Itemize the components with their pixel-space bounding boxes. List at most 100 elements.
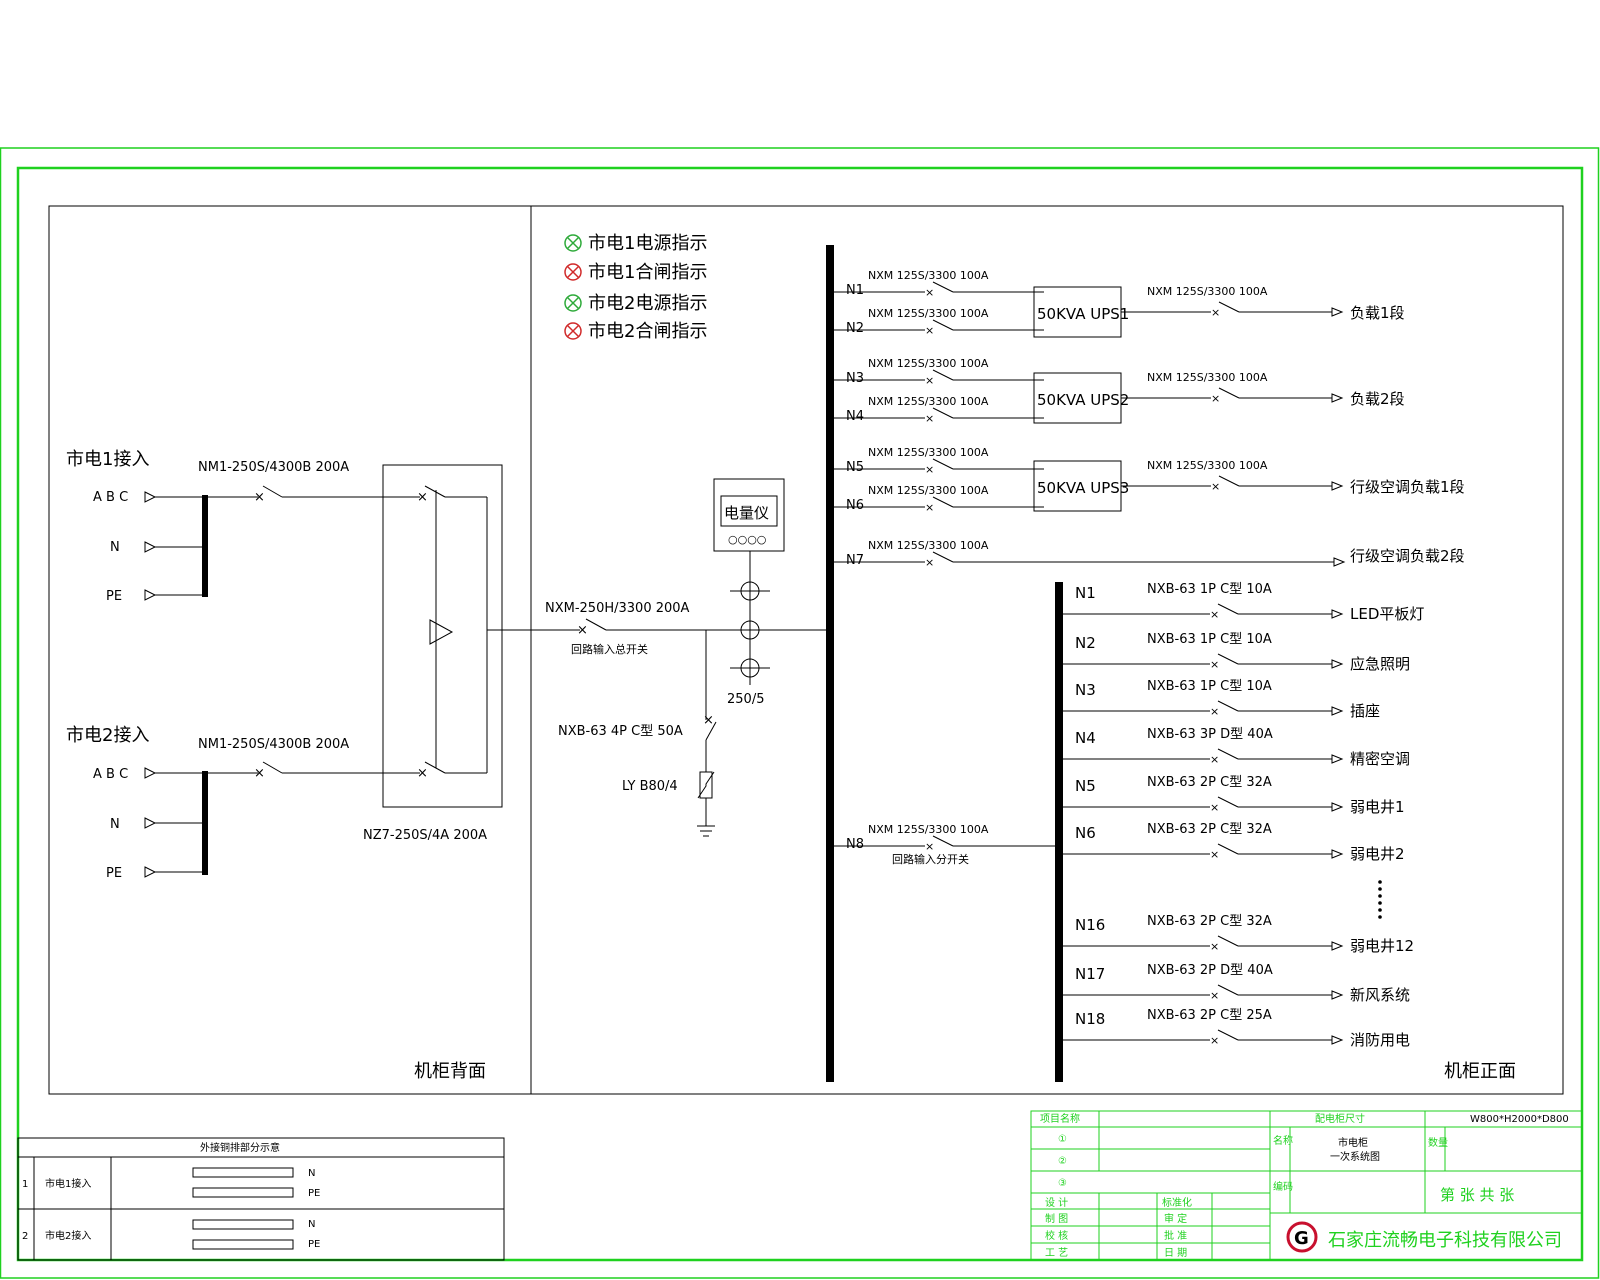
tb-row: ① — [1058, 1134, 1067, 1145]
copper-table-frame — [17, 1137, 505, 1261]
breaker-contact — [262, 761, 283, 774]
copper-row-name: 市电2接入 — [45, 1229, 91, 1242]
ats-switch: × × NZ7-250S/4A 200A — [363, 464, 503, 843]
source-breaker-label: NM1-250S/4300B 200A — [198, 460, 349, 475]
ct-ratio-label: 250/5 — [727, 692, 764, 707]
feeder-breaker-label: NXM 125S/3300 100A — [868, 395, 989, 408]
phase-label: A B C — [93, 490, 128, 505]
power-meter — [713, 478, 785, 552]
arrow-icon — [1331, 609, 1344, 619]
load-label: 行级空调负载2段 — [1350, 547, 1465, 565]
ups-label: 50KVA UPS1 — [1037, 305, 1129, 323]
source-breaker-label: NM1-250S/4300B 200A — [198, 737, 349, 752]
copper-row-name: 市电1接入 — [45, 1177, 91, 1190]
terminal-arrow-icon — [144, 866, 157, 878]
feeder-id: N1 — [1075, 584, 1096, 602]
breaker-cross-icon: × — [1210, 753, 1219, 766]
breaker-cross-icon: × — [925, 286, 934, 299]
spd-breaker-label: NXB-63 4P C型 50A — [558, 724, 683, 739]
load-label: 负载2段 — [1350, 390, 1405, 408]
load-label: 应急照明 — [1350, 655, 1410, 673]
lamp-icon — [564, 322, 582, 340]
arrow-icon — [1331, 849, 1344, 859]
feeder-breaker-label: NXB-63 1P C型 10A — [1147, 632, 1272, 647]
source-title: 市电1接入 — [66, 449, 149, 470]
copper-bar — [192, 1239, 294, 1250]
mains-section: × NXM-250H/3300 200A 回路输入总开关 电量仪 ○○○○ 25… — [487, 478, 826, 837]
breaker-contact — [705, 721, 717, 741]
breaker-contact — [262, 485, 283, 498]
tb-role: 审 定 — [1164, 1212, 1187, 1225]
breaker-cross-icon: × — [925, 501, 934, 514]
breaker-cross-icon: × — [925, 840, 934, 853]
breaker-contact — [1217, 935, 1239, 947]
tb-qty-label: 数量 — [1428, 1136, 1448, 1149]
tb-role: 日 期 — [1164, 1247, 1187, 1259]
lamp-icon-cross — [566, 324, 580, 338]
tb-role: 批 准 — [1164, 1229, 1187, 1242]
feeder-id: N3 — [1075, 681, 1096, 699]
breaker-contact — [585, 618, 607, 631]
breaker-cross-icon: × — [417, 490, 428, 505]
tb-size-label: 配电柜尺寸 — [1315, 1112, 1365, 1125]
breaker-contact — [932, 281, 954, 293]
breaker-contact — [932, 551, 954, 563]
copper-table: 外接铜排部分示意 1 市电1接入 N PE 2 市电2接入 N PE — [17, 1137, 505, 1261]
title-block — [1030, 1110, 1583, 1261]
ups-label: 50KVA UPS2 — [1037, 391, 1129, 409]
tb-role: 工 艺 — [1045, 1247, 1068, 1259]
breaker-contact — [1217, 1029, 1239, 1041]
main-breaker-label: NXM-250H/3300 200A — [545, 601, 690, 616]
main-busbar — [826, 245, 834, 1082]
breaker-cross-icon: × — [1211, 306, 1220, 319]
breaker-cross-icon: × — [1211, 392, 1220, 405]
ups-label: 50KVA UPS3 — [1037, 479, 1129, 497]
breaker-cross-icon: × — [254, 766, 265, 781]
tb-sheet: 第 张 共 张 — [1440, 1186, 1514, 1204]
breaker-cross-icon: × — [925, 374, 934, 387]
breaker-contact — [1217, 796, 1239, 808]
feeder-id: N4 — [1075, 729, 1096, 747]
lamp-icon — [564, 234, 582, 252]
feeder-breaker-label: NXM 125S/3300 100A — [868, 446, 989, 459]
copper-row-num: 1 — [22, 1179, 28, 1190]
feeder-id: N6 — [1075, 824, 1096, 842]
breaker-contact — [1217, 653, 1239, 665]
breaker-cross-icon: × — [925, 556, 934, 569]
load-label: 插座 — [1350, 702, 1380, 720]
tb-role: 标准化 — [1162, 1196, 1192, 1209]
sub-busbar — [1055, 582, 1063, 1082]
breaker-cross-icon: × — [1210, 801, 1219, 814]
source-1: 市电1接入 NM1-250S/4300B 200A A B C N PE × — [66, 449, 420, 604]
arrow-icon — [1333, 557, 1346, 567]
feeder-breaker-label: NXM 125S/3300 100A — [868, 269, 989, 282]
tb-project-label: 项目名称 — [1040, 1112, 1080, 1125]
tb-name-label: 名称 — [1273, 1134, 1293, 1147]
feeder-id: N2 — [846, 321, 864, 336]
breaker-cross-icon: × — [925, 463, 934, 476]
power-meter-dots: ○○○○ — [728, 533, 766, 546]
indicator-legend: 市电1电源指示 市电1合闸指示 市电2电源指示 市电2合闸指示 — [564, 233, 707, 342]
feeder-breaker-label: NXB-63 2P C型 32A — [1147, 822, 1272, 837]
feeder-breaker-label: NXB-63 2P C型 32A — [1147, 914, 1272, 929]
feeder-id: N8 — [846, 837, 864, 852]
indicator-label: 市电1合闸指示 — [588, 262, 707, 283]
load-label: 消防用电 — [1350, 1031, 1410, 1049]
indicator-label: 市电2电源指示 — [588, 293, 707, 314]
lamp-icon — [564, 263, 582, 281]
breaker-contact — [932, 407, 954, 419]
copper-bar-label: N — [308, 1219, 315, 1230]
copper-bar-label: N — [308, 1168, 315, 1179]
terminal-arrow-icon — [144, 491, 157, 503]
arrow-icon — [1331, 307, 1344, 317]
tb-role: 设 计 — [1045, 1196, 1068, 1209]
breaker-contact — [932, 369, 954, 381]
